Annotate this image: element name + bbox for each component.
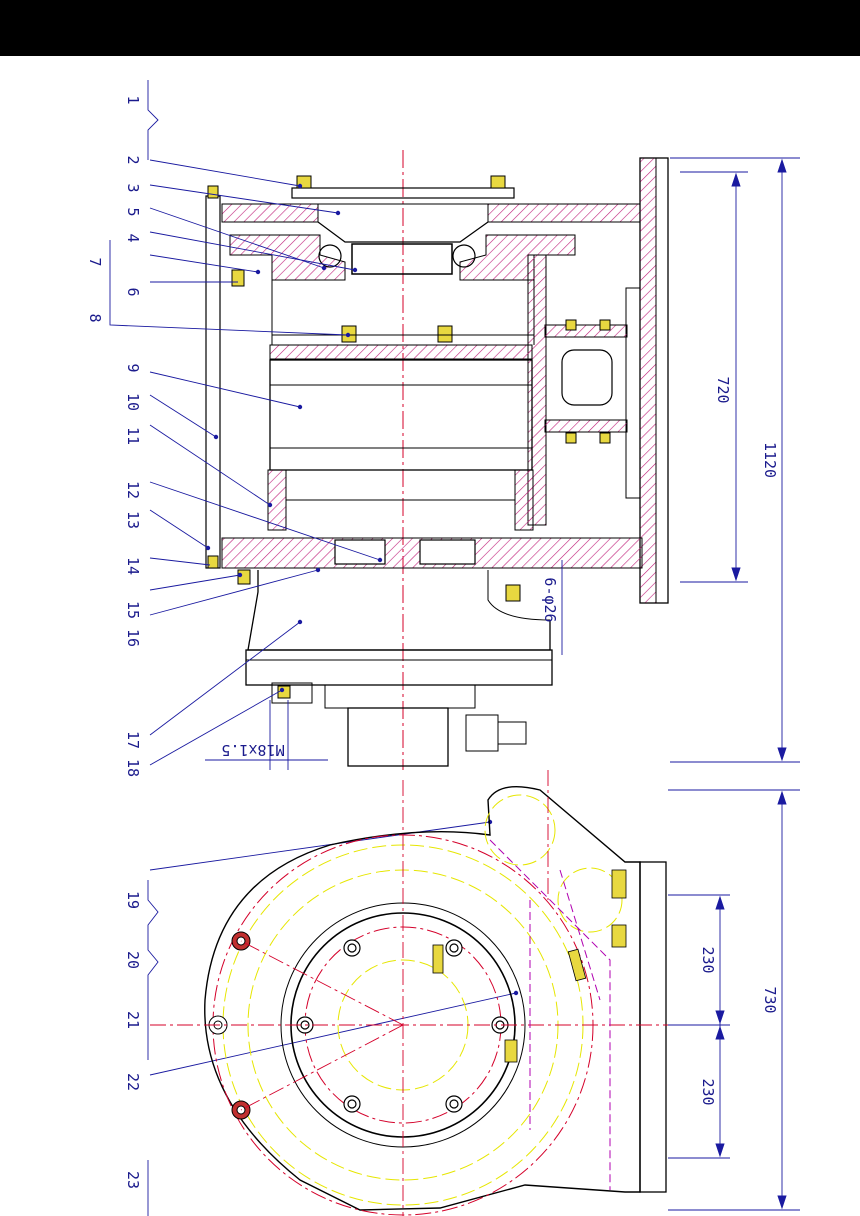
part-label-20: 20 bbox=[124, 951, 142, 969]
section-view: 1120 720 6-φ26 M18x1.5 bbox=[109, 80, 800, 1216]
part-label-22: 22 bbox=[124, 1073, 142, 1091]
part-label-13: 13 bbox=[124, 511, 142, 529]
part-label-19: 19 bbox=[124, 891, 142, 909]
part-label-8: 8 bbox=[86, 313, 104, 322]
dim-holes: 6-φ26 bbox=[541, 577, 559, 622]
part-label-16: 16 bbox=[124, 629, 142, 647]
part-label-1: 1 bbox=[124, 95, 142, 104]
part-label-14: 14 bbox=[124, 557, 142, 575]
dim-720: 720 bbox=[714, 376, 732, 403]
plan-view: 230 230 730 bbox=[150, 770, 800, 1216]
dim-thread: M18x1.5 bbox=[221, 741, 284, 759]
part-label-2: 2 bbox=[124, 155, 142, 164]
part-label-17: 17 bbox=[124, 731, 142, 749]
top-black-bar bbox=[0, 0, 860, 56]
dim-1120: 1120 bbox=[761, 442, 779, 478]
part-label-4: 4 bbox=[124, 233, 142, 242]
part-label-6: 6 bbox=[124, 287, 142, 296]
part-label-23: 23 bbox=[124, 1171, 142, 1189]
part-label-21: 21 bbox=[124, 1011, 142, 1029]
part-label-7: 7 bbox=[86, 257, 104, 266]
dim-230-b: 230 bbox=[699, 1078, 717, 1105]
dim-730: 730 bbox=[761, 986, 779, 1013]
part-label-10: 10 bbox=[124, 393, 142, 411]
part-label-11: 11 bbox=[124, 427, 142, 445]
part-label-9: 9 bbox=[124, 363, 142, 372]
part-label-12: 12 bbox=[124, 481, 142, 499]
part-labels: 1 2 3 5 4 6 7 8 9 10 11 12 13 14 15 16 1… bbox=[86, 95, 142, 1189]
part-label-3: 3 bbox=[124, 183, 142, 192]
part-label-5: 5 bbox=[124, 207, 142, 216]
part-label-15: 15 bbox=[124, 601, 142, 619]
part-label-18: 18 bbox=[124, 759, 142, 777]
dim-230-a: 230 bbox=[699, 946, 717, 973]
